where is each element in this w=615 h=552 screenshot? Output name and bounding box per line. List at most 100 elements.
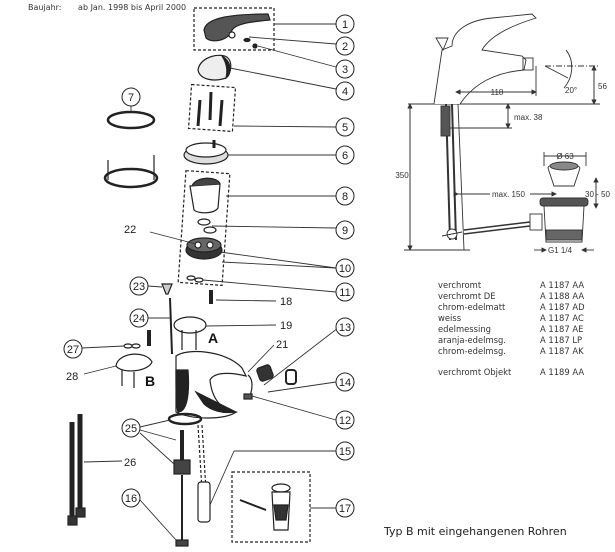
- variant-row: edelmessing A 1187 AE: [438, 324, 610, 335]
- label-26: 26: [124, 457, 136, 469]
- svg-text:11: 11: [339, 287, 350, 299]
- dim-350: 350: [395, 171, 409, 180]
- variant-code: A 1187 AE: [540, 324, 584, 334]
- dimension-drawing: [404, 13, 600, 253]
- label-18: 18: [280, 296, 292, 308]
- callout-7: 7: [121, 87, 141, 107]
- svg-text:25: 25: [125, 423, 137, 435]
- svg-text:23: 23: [133, 281, 145, 293]
- pop-up-knob: [161, 283, 173, 295]
- base-plate-28: [115, 353, 153, 372]
- callout-9: 9: [335, 220, 355, 240]
- svg-text:9: 9: [342, 225, 348, 237]
- variant-a-label: A: [208, 330, 218, 346]
- callout-10: 10: [335, 258, 355, 278]
- dim-max-38: max. 38: [514, 113, 543, 122]
- callout-24: 24: [129, 308, 149, 328]
- variant-name: verchromt DE: [438, 291, 496, 301]
- drain-group-box: [231, 471, 311, 543]
- callout-11: 11: [335, 282, 355, 302]
- callout-13: 13: [335, 317, 355, 337]
- svg-text:5: 5: [342, 122, 348, 134]
- plug-3: [252, 43, 258, 49]
- variant-row: aranja-edelmsg. A 1187 LP: [438, 335, 610, 346]
- part-7-ring: [106, 110, 156, 130]
- callout-1: 1: [335, 14, 355, 34]
- build-year-value: ab Jan. 1998 bis April 2000: [78, 3, 187, 12]
- lift-rod: [169, 297, 173, 355]
- svg-text:17: 17: [339, 503, 351, 515]
- callout-17: 17: [335, 498, 355, 518]
- dim-angle: 20°: [565, 86, 577, 95]
- tube-15: [197, 481, 211, 523]
- callout-6: 6: [335, 145, 355, 165]
- svg-text:6: 6: [342, 150, 348, 162]
- part-7-sleeve: [103, 167, 159, 189]
- variant-name: weiss: [438, 313, 462, 323]
- svg-text:2: 2: [342, 41, 348, 53]
- callout-23: 23: [129, 276, 149, 296]
- callout-4: 4: [335, 81, 355, 101]
- label-21: 21: [276, 339, 288, 351]
- dim-max-150: max. 150: [492, 190, 525, 199]
- dim-118: 118: [491, 88, 504, 97]
- screw-2: [243, 37, 251, 43]
- svg-text:10: 10: [339, 263, 351, 275]
- base-plate-19: [173, 316, 207, 334]
- svg-text:14: 14: [339, 377, 351, 389]
- dim-diameter: Ø 63: [556, 152, 574, 161]
- lever-handle: [203, 13, 271, 42]
- svg-text:1: 1: [342, 19, 348, 31]
- label-19: 19: [280, 320, 292, 332]
- variant-list: verchromt A 1187 AA verchromt DE A 1188 AA…: [438, 280, 610, 378]
- svg-text:16: 16: [125, 493, 137, 505]
- variant-row: verchromt DE A 1188 AA: [438, 291, 610, 302]
- variant-code: A 1187 AA: [540, 280, 585, 290]
- part-5-group-box: [187, 83, 237, 133]
- variant-b-label: B: [145, 373, 155, 389]
- dim-30-50: 30 - 50: [585, 190, 610, 199]
- svg-text:15: 15: [339, 446, 351, 458]
- variant-code: A 1187 AD: [540, 302, 585, 312]
- header: Baujahr: ab Jan. 1998 bis April 2000: [28, 3, 200, 12]
- variant-code: A 1187 LP: [540, 335, 583, 345]
- callout-14: 14: [335, 372, 355, 392]
- dim-56: 56: [598, 82, 607, 91]
- callout-25: 25: [121, 418, 141, 438]
- callout-15: 15: [335, 441, 355, 461]
- variant-row: chrom-edelmsg. A 1187 AK: [438, 346, 610, 357]
- variant-name: aranja-edelmsg.: [438, 335, 506, 345]
- svg-text:12: 12: [339, 415, 351, 427]
- variant-name: verchromt: [438, 280, 482, 290]
- callout-5: 5: [335, 117, 355, 137]
- svg-text:4: 4: [342, 86, 348, 98]
- dim-thread: G1 1/4: [548, 246, 573, 255]
- svg-text:13: 13: [339, 322, 351, 334]
- variant-name: chrom-edelmatt: [438, 302, 506, 312]
- callout-27: 27: [63, 339, 83, 359]
- variant-code: A 1188 AA: [540, 291, 585, 301]
- gasket: [167, 412, 203, 426]
- svg-text:27: 27: [67, 344, 79, 356]
- variant-name: chrom-edelmsg.: [438, 346, 506, 356]
- svg-text:8: 8: [342, 191, 348, 203]
- variant-row: verchromt A 1187 AA: [438, 280, 610, 291]
- cap: [197, 54, 232, 81]
- callout-3: 3: [335, 59, 355, 79]
- variant-name: verchromt Objekt: [438, 367, 512, 377]
- variant-name: edelmessing: [438, 324, 491, 334]
- variant-row: chrom-edelmatt A 1187 AD: [438, 302, 610, 313]
- cartridge: [189, 183, 221, 214]
- svg-text:3: 3: [342, 64, 348, 76]
- cartridge-group-box: [177, 169, 231, 287]
- callout-8: 8: [335, 186, 355, 206]
- callout-12: 12: [335, 410, 355, 430]
- label-28: 28: [66, 371, 78, 383]
- diagram-caption: Typ B mit eingehangenen Rohren: [384, 525, 567, 538]
- build-year-label: Baujahr:: [28, 3, 62, 12]
- variant-code: A 1187 AK: [540, 346, 584, 356]
- label-22: 22: [124, 224, 136, 236]
